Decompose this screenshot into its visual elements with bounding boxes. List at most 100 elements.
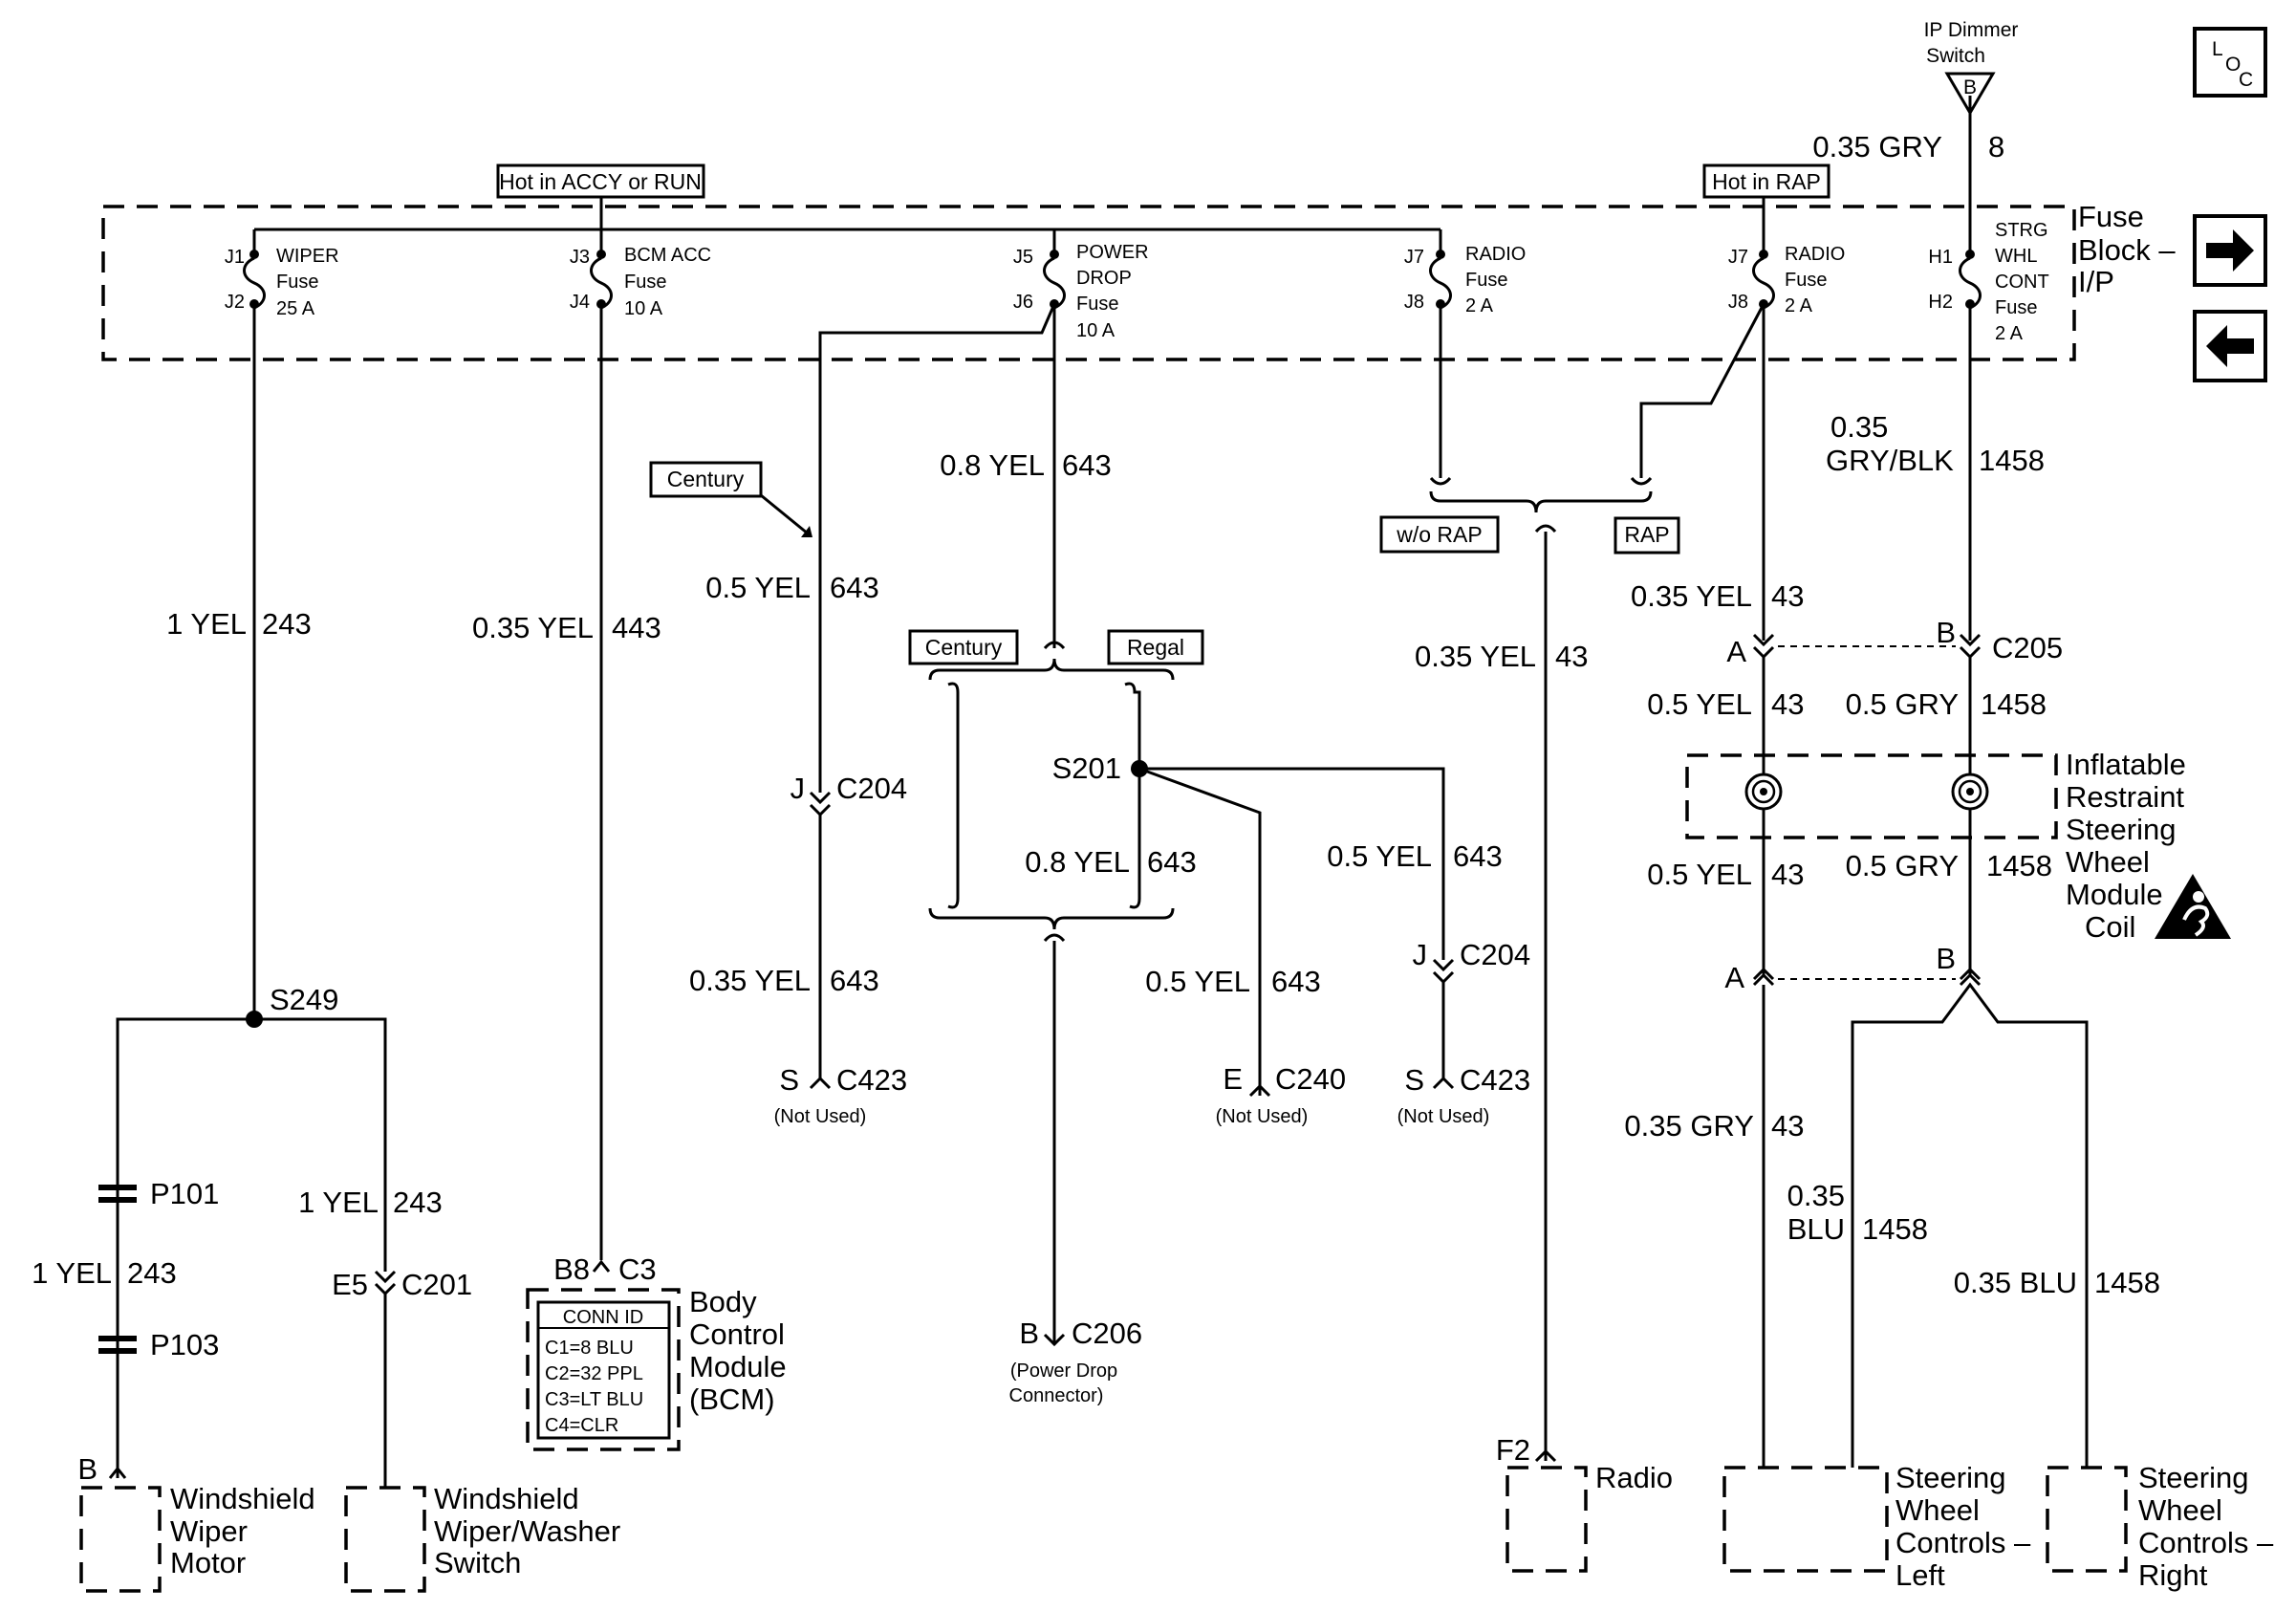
windshield-wiper-motor — [79, 1486, 162, 1593]
label-wires-w7-0: 0.35 GRY — [1812, 130, 1942, 163]
steering-wheel-controls-right — [2046, 1466, 2128, 1573]
fuse-block-label: Fuse Block – I/P — [2078, 200, 2176, 298]
label-components-coil-2: Steering — [2066, 813, 2176, 846]
label-connectors-wiper-pin: B — [77, 1452, 97, 1486]
label-fuses-bcm-lines-0: BCM ACC — [624, 245, 711, 266]
loc-icon[interactable]: L O C — [2193, 27, 2267, 98]
century-tag-2 — [908, 629, 1019, 665]
label-fuses-power-lines-2: Fuse — [1076, 294, 1118, 315]
label-fuses-power-lines-1: DROP — [1076, 268, 1132, 289]
label-fuses-radio2-top: J7 — [1728, 247, 1748, 268]
label-wires-w17-0: 0.5 YEL — [1647, 858, 1752, 891]
label-components-swc-right-0: Steering — [2138, 1461, 2248, 1494]
label-components-swc-right-1: Wheel — [2138, 1493, 2222, 1527]
label-fuses-power-top: J5 — [1013, 247, 1033, 268]
label-components-wiper-motor-0: Windshield — [170, 1482, 315, 1515]
label-wires-w4-1: 643 — [1062, 448, 1112, 482]
label-hot-accy-run: Hot in ACCY or RUN — [499, 169, 702, 194]
label-components-swc-left-3: Left — [1895, 1558, 1945, 1592]
label-loc-1: O — [2225, 54, 2241, 76]
label-connectors-c204b-0: J — [1413, 938, 1428, 971]
inflatable-restraint-coil — [1685, 753, 2058, 839]
connector-c204-a: J C204 — [791, 772, 907, 817]
label-components-swc-left-2: Controls – — [1895, 1526, 2031, 1559]
label-fuses-strg-lines-4: 2 A — [1995, 323, 2024, 344]
label-fuses-strg-lines-1: WHL — [1995, 246, 2037, 267]
label-components-conn-id-0: CONN ID — [563, 1307, 643, 1328]
connector-c206: B C206 (Power Drop Connector) — [1009, 1317, 1143, 1406]
splice-pack-p103: P103 — [98, 1328, 219, 1361]
label-wires-w7-1: 8 — [1988, 130, 2004, 163]
label-wires-w18-1: 1458 — [1986, 849, 2052, 882]
label-connectors-c423b-2: (Not Used) — [1397, 1106, 1490, 1127]
label-wires-w16-0: 1 YEL — [298, 1186, 379, 1219]
label-fuses-wiper-lines-1: Fuse — [276, 272, 318, 293]
label-splices-p101: P101 — [150, 1177, 219, 1210]
label-components-wiper-motor-1: Wiper — [170, 1514, 248, 1548]
steering-wheel-controls-left — [1722, 1466, 1889, 1573]
label-wires-w2-1: 443 — [612, 611, 661, 644]
label-components-swc-right-2: Controls – — [2138, 1526, 2274, 1559]
next-page-arrow-icon[interactable] — [2193, 214, 2267, 287]
label-wires-w13-1: 643 — [1271, 965, 1321, 998]
label-tags-century2: Century — [925, 635, 1003, 660]
regal-tag — [1107, 629, 1204, 665]
label-wires-w5-1: 43 — [1771, 579, 1804, 613]
label-wires-w10-0: 0.5 GRY — [1846, 687, 1959, 721]
label-connectors-c423a-1: C423 — [836, 1063, 907, 1097]
label-fuses-radio2-bot: J8 — [1728, 292, 1748, 313]
wire-643-century — [818, 303, 1056, 793]
rap-tag — [1614, 516, 1680, 555]
label-connectors-c423b-1: C423 — [1460, 1063, 1530, 1097]
label-wires-w10-1: 1458 — [1981, 687, 2047, 721]
label-wires-w3-0: 0.5 YEL — [705, 571, 811, 604]
radio-fuse-rap: J7 J8 RADIO Fuse 2 A — [1728, 229, 1845, 316]
label-wires-w8-2: 1458 — [1979, 444, 2045, 477]
label-fuses-strg-bot: H2 — [1928, 292, 1953, 313]
label-fuses-radio1-top: J7 — [1404, 247, 1424, 268]
label-connectors-coil-b: B — [1936, 942, 1956, 975]
without-rap-tag — [1379, 515, 1500, 554]
label-connectors-c206-3: Connector) — [1009, 1385, 1104, 1406]
label-wires-w17-1: 43 — [1771, 858, 1804, 891]
label-connectors-c423a-2: (Not Used) — [774, 1106, 867, 1127]
label-components-radio: Radio — [1595, 1461, 1673, 1494]
connector-c201: E5 C201 — [332, 1268, 472, 1301]
label-components-swc-left-1: Wheel — [1895, 1493, 1980, 1527]
label-connectors-c240-1: C240 — [1275, 1062, 1346, 1096]
label-connectors-coil-a: A — [1724, 961, 1744, 994]
label-fuse-block-1: Block – — [2078, 233, 2176, 267]
label-connectors-bcm-pins-0: B8 — [553, 1252, 590, 1286]
label-hot-rap: Hot in RAP — [1712, 169, 1821, 194]
label-splices-s201: S201 — [1052, 751, 1121, 785]
connector-c423-b: S C423 (Not Used) — [1397, 1063, 1530, 1127]
hot-rap-label — [1702, 163, 1830, 199]
wiper-fuse: J1 J2 WIPER Fuse 25 A — [225, 229, 339, 319]
label-wires-w1-0: 1 YEL — [166, 607, 247, 641]
label-components-swc-right-3: Right — [2138, 1558, 2208, 1592]
label-connectors-c204b-1: C204 — [1460, 938, 1530, 971]
splice-pack-p101: P101 — [98, 1177, 219, 1210]
label-wires-w2-0: 0.35 YEL — [472, 611, 594, 644]
label-wires-w20-0: 0.35 — [1787, 1179, 1845, 1212]
previous-page-arrow-icon[interactable] — [2193, 310, 2267, 382]
label-wires-w16-1: 243 — [393, 1186, 443, 1219]
label-connectors-c201-0: E5 — [332, 1268, 368, 1301]
label-fuses-wiper-lines-2: 25 A — [276, 298, 315, 319]
label-components-conn-id-2: C2=32 PPL — [545, 1363, 643, 1384]
label-connectors-c205-0: A — [1726, 635, 1746, 668]
conn-id-table — [536, 1300, 671, 1440]
label-components-coil-1: Restraint — [2066, 780, 2184, 814]
label-connectors-c206-0: B — [1019, 1317, 1039, 1350]
label-fuse-block-2: I/P — [2078, 265, 2114, 298]
label-wires-w21-0: 0.35 BLU — [1954, 1266, 2077, 1299]
label-fuses-power-lines-3: 10 A — [1076, 320, 1116, 341]
label-connectors-c423a-0: S — [779, 1063, 799, 1097]
label-fuse-block-0: Fuse — [2078, 200, 2144, 233]
label-wires-w19-1: 43 — [1771, 1109, 1804, 1143]
label-wires-w4-0: 0.8 YEL — [940, 448, 1045, 482]
label-connectors-c206-2: (Power Drop — [1010, 1361, 1117, 1382]
radio — [1505, 1466, 1588, 1573]
label-tags-rap: RAP — [1624, 522, 1669, 547]
label-fuses-radio1-lines-2: 2 A — [1465, 295, 1494, 316]
